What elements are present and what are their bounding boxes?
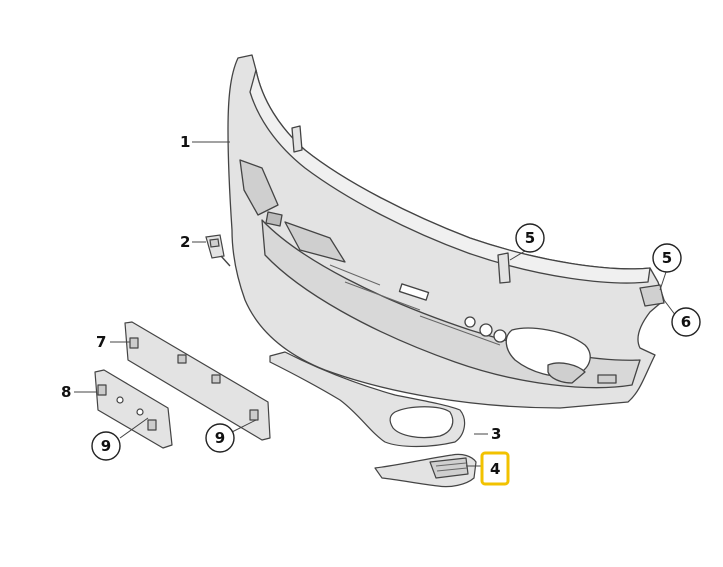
callout-4-highlighted: 4 [480, 451, 510, 486]
callout-9-circle-a: 9 [91, 431, 121, 461]
callout-3: 3 [491, 425, 501, 443]
svg-text:8: 8 [61, 383, 71, 401]
svg-text:1: 1 [180, 133, 190, 151]
svg-text:7: 7 [96, 333, 106, 351]
bracket-part [205, 234, 231, 267]
fog-lamp-grille [374, 453, 477, 488]
svg-text:2: 2 [180, 233, 190, 251]
plate-base [94, 369, 173, 449]
svg-text:4: 4 [490, 460, 500, 478]
license-plate-bracket [124, 321, 271, 441]
trim-strip [269, 351, 466, 448]
callout-7: 7 [96, 333, 106, 351]
callout-6-circle: 6 [671, 307, 701, 337]
svg-text:9: 9 [215, 429, 225, 447]
leader-lines [74, 141, 677, 467]
svg-text:5: 5 [525, 229, 535, 247]
callout-1: 1 [180, 133, 190, 151]
svg-text:3: 3 [491, 425, 501, 443]
callout-2: 2 [180, 233, 190, 251]
callout-5-circle-b: 5 [652, 243, 682, 273]
svg-text:6: 6 [681, 313, 691, 331]
bumper-cover [227, 54, 665, 409]
callout-9-circle-b: 9 [205, 423, 235, 453]
callout-5-circle-a: 5 [515, 223, 545, 253]
svg-text:9: 9 [101, 437, 111, 455]
svg-text:5: 5 [662, 249, 672, 267]
callout-8: 8 [61, 383, 71, 401]
